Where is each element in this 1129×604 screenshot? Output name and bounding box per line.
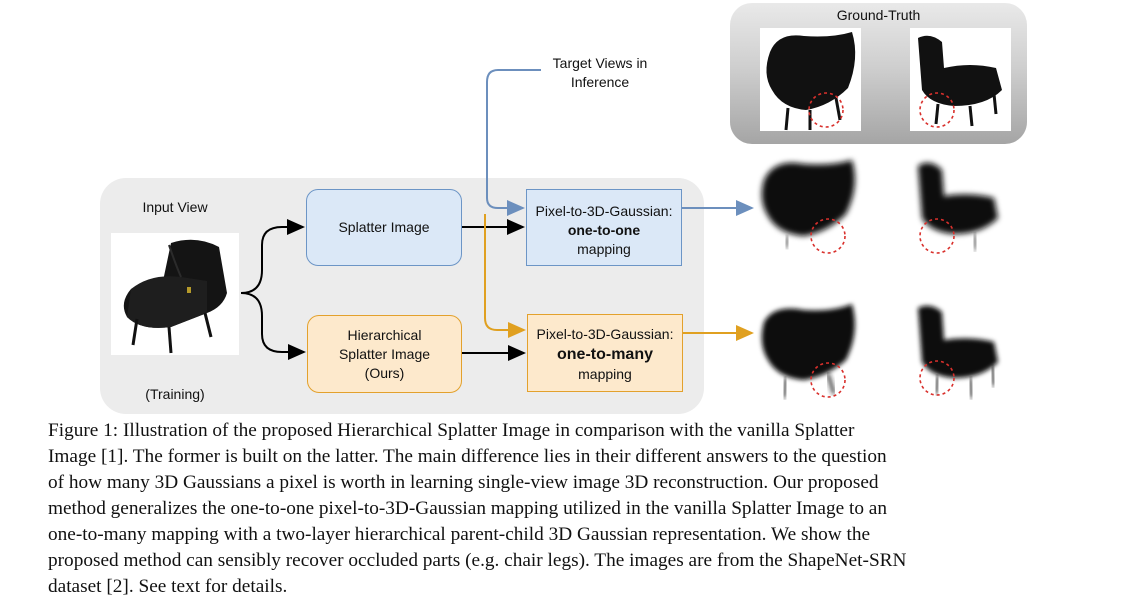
caption-line-4: method generalizes the one-to-one pixel-…	[48, 498, 888, 519]
caption-line-3: of how many 3D Gaussians a pixel is wort…	[48, 472, 879, 493]
gt-image-1	[760, 28, 861, 131]
caption-line-5: one-to-many mapping with a two-layer hie…	[48, 524, 871, 545]
hierarchical-chair-1	[761, 304, 855, 399]
splatter-chair-2	[918, 162, 998, 254]
arrow-target-views-blue	[486, 69, 541, 216]
input-view-image	[111, 233, 239, 355]
caption-line-7: dataset [2]. See text for details.	[48, 576, 288, 597]
target-views-label: Target Views in Inference	[520, 54, 680, 92]
hierarchical-output-1	[752, 298, 862, 408]
mapping-bottom-line2: one-to-many	[557, 346, 653, 363]
mapping-bottom-line3: mapping	[578, 366, 632, 382]
target-views-line1: Target Views in	[552, 55, 648, 71]
splatter-output-2	[908, 152, 1018, 262]
input-view-label: Input View	[142, 199, 208, 215]
mapping-top-line1: Pixel-to-3D-Gaussian:	[535, 203, 673, 219]
hierarchical-splatter-box: Hierarchical Splatter Image (Ours)	[307, 315, 462, 393]
hierarchical-output-2	[908, 298, 1018, 408]
arrow-input-to-hierarchical	[240, 292, 306, 360]
training-label: (Training)	[145, 386, 205, 402]
ground-truth-label: Ground-Truth	[836, 7, 921, 23]
splatter-image-box: Splatter Image	[306, 189, 462, 266]
mapping-top-line3: mapping	[577, 241, 631, 257]
caption-line-1: Figure 1: Illustration of the proposed H…	[48, 420, 855, 441]
hierarchical-chair-2	[918, 305, 998, 399]
mapping-bottom-line1: Pixel-to-3D-Gaussian:	[536, 326, 674, 342]
one-to-many-mapping-box: Pixel-to-3D-Gaussian: one-to-many mappin…	[527, 314, 683, 392]
splatter-image-label: Splatter Image	[338, 219, 430, 235]
arrow-target-views-orange	[484, 214, 526, 338]
hier-line1: Hierarchical	[347, 326, 422, 343]
splatter-chair-1	[761, 160, 855, 254]
caption-line-2: Image [1]. The former is built on the la…	[48, 446, 887, 467]
figure-caption: Figure 1: Illustration of the proposed H…	[48, 418, 1082, 600]
gt-chair-2	[918, 35, 1002, 128]
splatter-output-1	[752, 152, 862, 262]
arrow-input-to-splatter	[240, 219, 305, 294]
target-views-line2: Inference	[570, 74, 630, 90]
hier-line3: (Ours)	[364, 364, 405, 381]
hier-line2: Splatter Image	[338, 345, 431, 362]
gt-image-2	[910, 28, 1011, 131]
input-chair-illustration	[123, 239, 227, 354]
one-to-one-mapping-box: Pixel-to-3D-Gaussian: one-to-one mapping	[526, 189, 682, 266]
gt-chair-1	[766, 32, 856, 131]
caption-line-6: proposed method can sensibly recover occ…	[48, 550, 907, 571]
mapping-top-line2: one-to-one	[567, 222, 641, 238]
